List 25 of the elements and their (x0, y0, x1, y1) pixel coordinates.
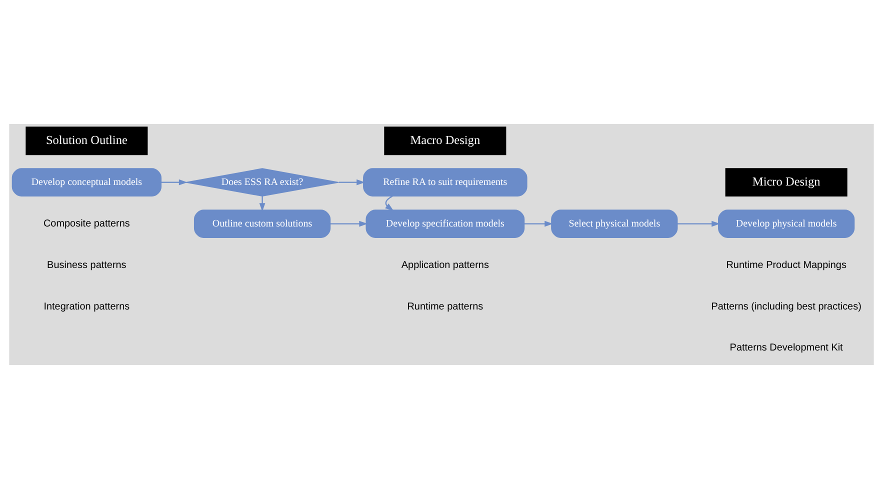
label: Business patterns (47, 260, 126, 271)
node-box: Outline custom solutions (194, 210, 331, 238)
label: Patterns (including best practices) (711, 301, 862, 312)
label: Runtime Product Mappings (726, 260, 846, 271)
label: Micro Design (752, 174, 820, 188)
node-box: Select physical models (551, 210, 678, 238)
label: Macro Design (410, 132, 480, 147)
label: Patterns Development Kit (730, 342, 843, 354)
arrow (161, 179, 188, 186)
node-box: Develop physical models (718, 210, 855, 238)
node-diamond: Does ESS RA exist? (185, 168, 340, 197)
label: Composite patterns (43, 218, 130, 230)
label: Integration patterns (44, 301, 130, 312)
arrow (677, 220, 720, 227)
arrow (259, 196, 266, 212)
label: Application patterns (401, 260, 489, 271)
label: Solution Outline (46, 132, 128, 147)
arrow (338, 179, 366, 186)
arrow (385, 196, 394, 211)
node-box: Develop specification models (366, 210, 525, 238)
arrow (330, 220, 368, 227)
arrow (524, 220, 554, 227)
node-box: Refine RA to suit requirements (363, 168, 528, 197)
label: Runtime patterns (407, 301, 484, 312)
node-box: Develop conceptual models (12, 168, 162, 197)
